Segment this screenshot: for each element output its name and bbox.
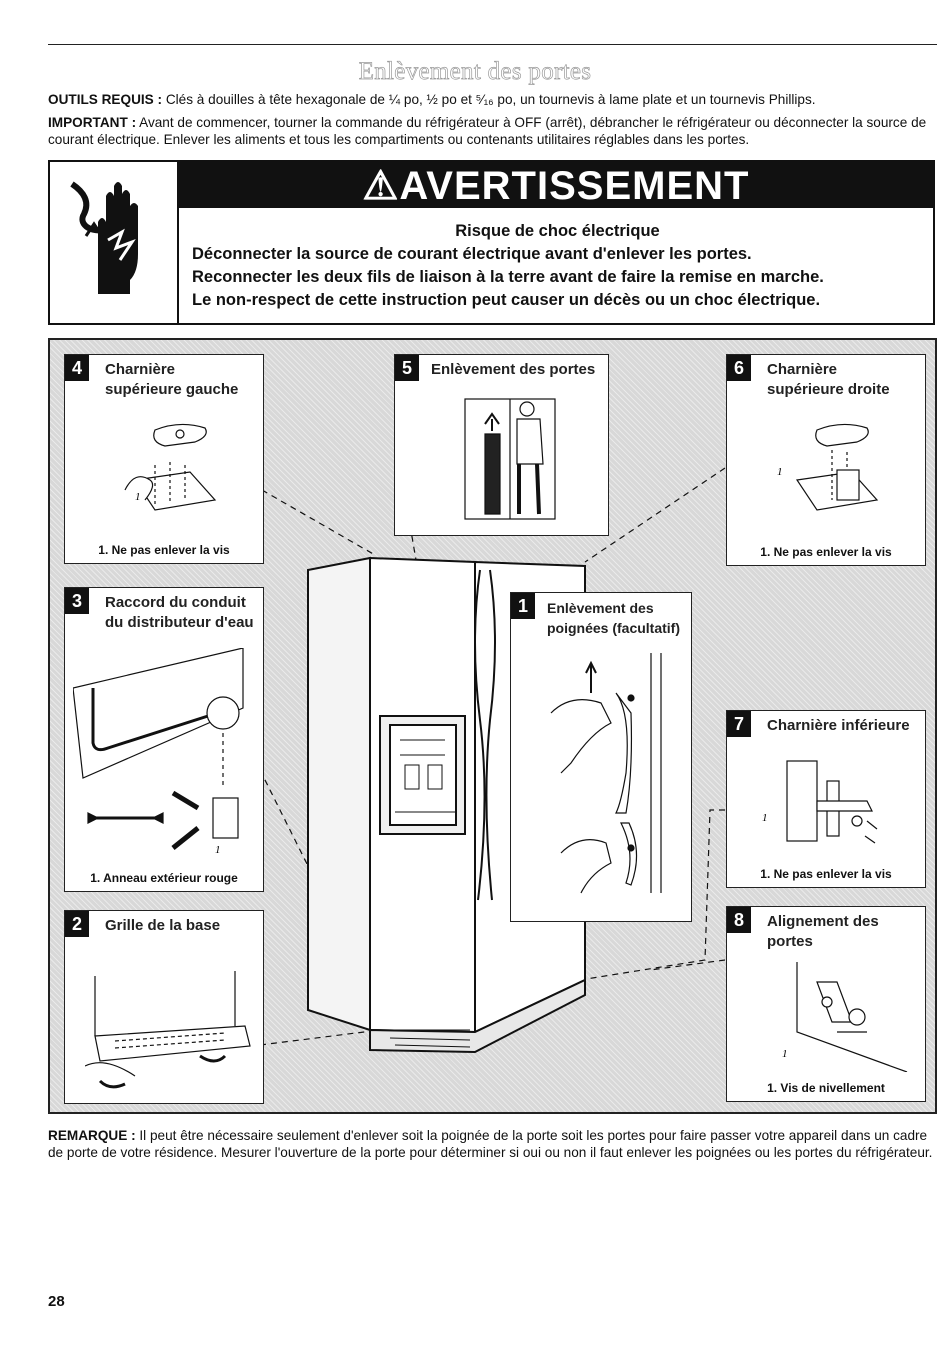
- panel-caption: 1. Ne pas enlever la vis: [760, 867, 892, 881]
- panel-title-line: Charnière: [767, 361, 838, 378]
- water-line-illustration: 1: [73, 648, 244, 856]
- panel-title-line: Charnière inférieure: [767, 717, 910, 734]
- step-badge: 8: [727, 907, 751, 933]
- panel-caption: 1. Anneau extérieur rouge: [90, 871, 238, 885]
- step-badge: 7: [727, 711, 751, 737]
- step-badge: 2: [65, 911, 89, 937]
- warning-line: Reconnecter les deux fils de liaison à l…: [192, 268, 824, 286]
- panel-door-alignment: 8 Alignement des portes 1 1. Vis de nive…: [726, 906, 926, 1102]
- tools-text: Clés à douilles à tête hexagonale de ¼ p…: [162, 92, 816, 107]
- door-removal-diagram: 4 Charnière supérieure gauche 1 1. Ne pa…: [48, 338, 937, 1114]
- warning-subheading: Risque de choc électrique: [455, 222, 660, 240]
- lower-hinge-illustration: 1: [762, 760, 878, 844]
- tools-label: OUTILS REQUIS :: [48, 92, 163, 107]
- panel-title-line: supérieure droite: [767, 381, 890, 398]
- panel-title: Charnière inférieure: [767, 716, 910, 736]
- panel-title-line: Enlèvement des portes: [431, 361, 596, 378]
- panel-handle-removal: 1 Enlèvement des poignées (facultatif): [510, 592, 692, 922]
- panel-title-line: poignées (facultatif): [547, 620, 681, 636]
- step-badge: 3: [65, 588, 89, 614]
- step-badge: 4: [65, 355, 89, 381]
- panel-upper-right-hinge: 6 Charnière supérieure droite 1 1. Ne pa…: [726, 354, 926, 566]
- top-rule: [48, 44, 937, 45]
- page-title: Enlèvement des portes: [358, 58, 592, 86]
- step-badge: 1: [511, 593, 535, 619]
- important-label: IMPORTANT :: [48, 115, 137, 130]
- panel-title: Alignement des portes: [767, 912, 879, 952]
- callout-number: 1: [215, 844, 221, 856]
- tools-paragraph: OUTILS REQUIS : Clés à douilles à tête h…: [48, 91, 938, 108]
- panel-title-line: Raccord du conduit: [105, 594, 246, 611]
- page-number: 28: [48, 1293, 65, 1310]
- panel-caption: 1. Ne pas enlever la vis: [760, 545, 892, 559]
- panel-title: Raccord du conduit du distributeur d'eau: [105, 593, 254, 633]
- panel-caption: 1. Ne pas enlever la vis: [98, 543, 230, 557]
- panel-title: Enlèvement des poignées (facultatif): [547, 598, 680, 638]
- panel-title: Grille de la base: [105, 916, 220, 936]
- step-badge: 6: [727, 355, 751, 381]
- panel-title-line: portes: [767, 933, 813, 950]
- warning-line: Déconnecter la source de courant électri…: [192, 245, 752, 263]
- callout-number: 1: [762, 812, 768, 824]
- panel-title-line: Alignement des: [767, 913, 879, 930]
- panel-title-line: Grille de la base: [105, 917, 221, 934]
- panel-title-line: supérieure gauche: [105, 381, 239, 398]
- panel-title: Enlèvement des portes: [431, 360, 595, 380]
- panel-title-line: Charnière: [105, 361, 176, 378]
- panel-title-line: du distributeur d'eau: [105, 614, 254, 631]
- warning-box: ⚠AVERTISSEMENT Risque de choc électrique…: [48, 160, 935, 325]
- door-alignment-illustration: 1: [782, 962, 908, 1072]
- remarque-paragraph: REMARQUE : Il peut être nécessaire seule…: [48, 1127, 938, 1161]
- hinge-illustration: 1: [777, 423, 879, 511]
- panel-door-removal: 5 Enlèvement des portes: [394, 354, 609, 536]
- step-badge: 5: [395, 355, 419, 381]
- base-grille-illustration: [85, 971, 251, 1089]
- person-lifting-door-illustration: [464, 398, 556, 520]
- warning-line: Le non-respect de cette instruction peut…: [192, 291, 821, 309]
- panel-title-line: Enlèvement des: [547, 600, 654, 616]
- panel-base-grille: 2 Grille de la base: [64, 910, 264, 1104]
- callout-number: 1: [777, 466, 783, 478]
- panel-title: Charnière supérieure gauche: [105, 360, 238, 400]
- panel-upper-left-hinge: 4 Charnière supérieure gauche 1 1. Ne pa…: [64, 354, 264, 564]
- warning-heading-text: AVERTISSEMENT: [399, 164, 750, 208]
- panel-lower-hinge: 7 Charnière inférieure 1 1. Ne pas enlev…: [726, 710, 926, 888]
- hinge-illustration: 1: [124, 423, 217, 511]
- remarque-label: REMARQUE :: [48, 1128, 136, 1143]
- warning-body: Risque de choc électrique Déconnecter la…: [192, 220, 923, 312]
- callout-number: 1: [782, 1048, 788, 1060]
- warning-heading: ⚠AVERTISSEMENT: [179, 162, 933, 208]
- important-paragraph: IMPORTANT : Avant de commencer, tourner …: [48, 114, 938, 148]
- panel-caption: 1. Vis de nivellement: [767, 1081, 885, 1095]
- panel-water-line-connection: 3 Raccord du conduit du distributeur d'e…: [64, 587, 264, 892]
- callout-number: 1: [135, 491, 141, 503]
- panel-title: Charnière supérieure droite: [767, 360, 890, 400]
- important-text: Avant de commencer, tourner la commande …: [48, 115, 927, 147]
- electric-shock-hand-icon: [50, 162, 179, 323]
- warning-triangle-icon: ⚠: [362, 164, 400, 208]
- handle-removal-illustration: [550, 653, 662, 894]
- remarque-text: Il peut être nécessaire seulement d'enle…: [48, 1128, 933, 1160]
